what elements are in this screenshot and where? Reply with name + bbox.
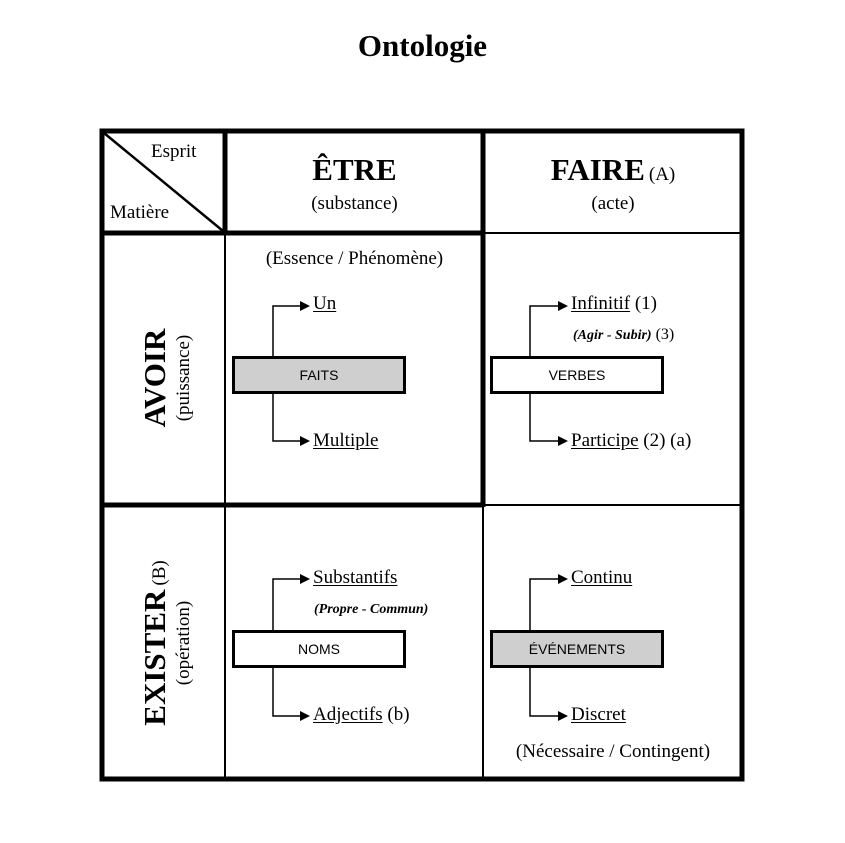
box-evenements: ÉVÉNEMENTS bbox=[490, 630, 664, 668]
arrow-icon bbox=[300, 436, 310, 446]
column-header-etre: ÊTRE bbox=[228, 152, 481, 188]
column-label: ÊTRE bbox=[312, 152, 397, 187]
row-note: (B) bbox=[149, 560, 170, 586]
label-multiple: Multiple bbox=[313, 430, 379, 451]
label-agir-subir: (Agir - Subir) (3) bbox=[573, 326, 675, 343]
label-substantifs: Substantifs bbox=[313, 567, 398, 588]
arrow-icon bbox=[558, 711, 568, 721]
connector-un bbox=[272, 305, 302, 357]
label-participe: Participe (2) (a) bbox=[571, 430, 692, 451]
arrow-icon bbox=[300, 301, 310, 311]
box-faits: FAITS bbox=[232, 356, 406, 394]
row-header-exister: EXISTER (B) (opération) bbox=[137, 503, 194, 783]
cell-etre-avoir-header: (Essence / Phénomène) bbox=[265, 248, 444, 269]
row-label: EXISTER bbox=[137, 589, 172, 726]
column-header-faire: FAIRE (A) bbox=[486, 152, 740, 188]
arrow-icon bbox=[300, 574, 310, 584]
corner-diagonal bbox=[103, 132, 224, 232]
label-discret: Discret bbox=[571, 704, 626, 725]
connector-discret bbox=[529, 667, 560, 717]
connector-adjectifs bbox=[272, 667, 302, 717]
label-infinitif: Infinitif (1) bbox=[571, 293, 658, 314]
column-label: FAIRE bbox=[550, 152, 645, 187]
label-propre-commun: (Propre - Commun) bbox=[314, 602, 429, 617]
arrow-icon bbox=[558, 301, 568, 311]
column-note: (A) bbox=[648, 164, 676, 185]
label-continu: Continu bbox=[571, 567, 633, 588]
corner-matiere: Matière bbox=[110, 202, 170, 223]
corner-esprit: Esprit bbox=[151, 141, 197, 162]
arrow-icon bbox=[300, 711, 310, 721]
row-header-avoir: AVOIR (puissance) bbox=[137, 268, 194, 488]
arrow-icon bbox=[558, 436, 568, 446]
label-adjectifs: Adjectifs (b) bbox=[313, 704, 410, 725]
row-label: AVOIR bbox=[137, 328, 172, 428]
connector-multiple bbox=[272, 393, 302, 442]
connector-substantifs bbox=[272, 578, 302, 631]
connector-continu bbox=[529, 578, 560, 631]
row-sub: (opération) bbox=[173, 600, 194, 686]
connector-participe bbox=[529, 393, 560, 442]
box-verbes: VERBES bbox=[490, 356, 664, 394]
row-sub: (puissance) bbox=[173, 334, 194, 422]
page-title: Ontologie bbox=[357, 28, 488, 63]
column-sub-etre: (substance) bbox=[311, 193, 398, 214]
connector-infinitif bbox=[529, 305, 560, 357]
cell-faire-exister-footer: (Nécessaire / Contingent) bbox=[515, 741, 711, 762]
label-un: Un bbox=[313, 293, 337, 314]
box-noms: NOMS bbox=[232, 630, 406, 668]
outer-border bbox=[99, 128, 745, 782]
arrow-icon bbox=[558, 574, 568, 584]
column-sub-faire: (acte) bbox=[591, 193, 635, 214]
